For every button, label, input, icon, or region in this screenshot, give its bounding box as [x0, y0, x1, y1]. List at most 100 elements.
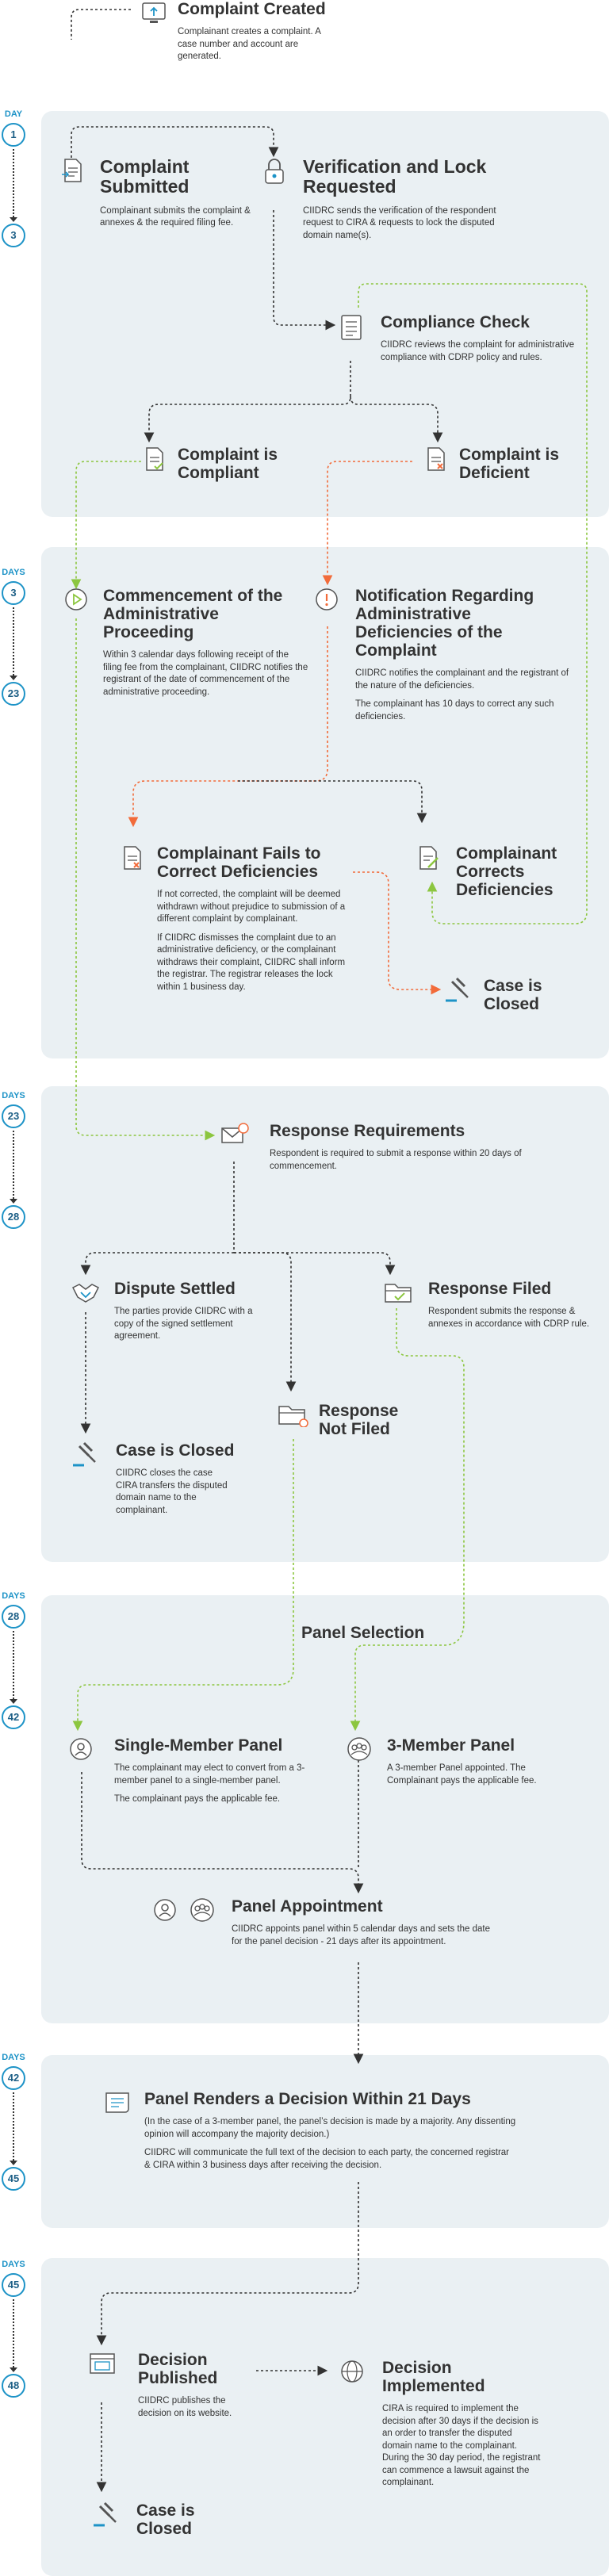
folder-check-icon	[385, 1284, 412, 1303]
day-start: 28	[2, 1605, 25, 1629]
node-desc: Respondent submits the response & annexe…	[428, 1307, 590, 1329]
node-desc: The complainant may elect to convert fro…	[114, 1763, 305, 1786]
node-desc: (In the case of a 3-member panel, the pa…	[144, 2117, 516, 2139]
node-title: Verification and Lock Requested	[303, 156, 487, 197]
gavel-icon	[94, 2501, 117, 2527]
envelope-alert-icon	[221, 1123, 249, 1143]
node-desc: CIIDRC closes the case CIRA transfers th…	[116, 1468, 228, 1515]
node-panel-appointment: Panel Appointment CIIDRC appoints panel …	[152, 1897, 501, 1948]
day-start: 23	[2, 1104, 25, 1128]
node-desc: CIIDRC reviews the complaint for adminis…	[381, 340, 575, 362]
node-response-filed: Response Filed Respondent submits the re…	[384, 1280, 603, 1330]
node-case-closed-transfer: Case is Closed CIIDRC closes the case CI…	[71, 1441, 235, 1517]
checklist-icon	[341, 315, 362, 340]
node-corrects-deficiencies: Complainant Corrects Deficiencies	[416, 844, 591, 899]
node-title: Response Filed	[428, 1280, 552, 1298]
node-single-member-panel: Single-Member Panel The complainant may …	[68, 1736, 320, 1812]
node-title: Complaint Submitted	[100, 156, 190, 197]
day-label: DAYS	[2, 2053, 25, 2062]
node-dispute-settled: Dispute Settled The parties provide CIID…	[71, 1280, 273, 1343]
alert-icon	[316, 588, 338, 611]
group-icon	[347, 1737, 371, 1761]
node-desc: The parties provide CIIDRC with a copy o…	[114, 1307, 253, 1342]
gavel-icon	[73, 1441, 96, 1467]
day-end: 28	[2, 1205, 25, 1229]
computer-upload-icon	[142, 2, 166, 23]
node-decision-implemented: Decision Implemented CIRA is required to…	[339, 2359, 541, 2490]
folder-x-icon	[278, 1406, 308, 1427]
node-title: Response Not Filed	[319, 1402, 399, 1439]
node-desc: If not corrected, the complaint will be …	[157, 890, 346, 924]
lock-icon	[265, 159, 284, 184]
node-title: Decision Published	[138, 2351, 218, 2388]
node-desc: A 3-member Panel appointed. The Complain…	[387, 1763, 537, 1786]
node-response-not-filed: Response Not Filed	[278, 1402, 430, 1438]
node-desc: CIRA is required to implement the decisi…	[382, 2404, 541, 2488]
day-end: 45	[2, 2167, 25, 2191]
node-title: Single-Member Panel	[114, 1736, 283, 1755]
node-title: Complainant Corrects Deficiencies	[456, 844, 557, 900]
document-x-icon	[427, 447, 445, 471]
node-panel-selection: Panel Selection	[301, 1624, 424, 1642]
day-label: DAY	[4, 109, 23, 119]
node-title: Case is Closed	[484, 977, 542, 1014]
browser-window-icon	[90, 2353, 115, 2374]
scroll-document-icon	[105, 2092, 129, 2113]
document-check-icon	[146, 447, 163, 471]
node-complaint-created: Complaint Created Complainant creates a …	[141, 0, 336, 63]
node-case-closed-final: Case is Closed	[92, 2501, 239, 2538]
node-decision-published: Decision Published CIIDRC publishes the …	[89, 2351, 257, 2420]
node-title: Commencement of the Administrative Proce…	[103, 587, 283, 642]
day-start: 3	[2, 581, 25, 605]
day-label: DAYS	[2, 1591, 25, 1601]
node-compliance-check: Compliance Check CIIDRC reviews the comp…	[339, 313, 595, 364]
node-desc: Respondent is required to submit a respo…	[270, 1149, 522, 1171]
node-complaint-deficient: Complaint is Deficient	[424, 446, 602, 482]
node-three-member-panel: 3-Member Panel A 3-member Panel appointe…	[346, 1736, 561, 1787]
person-icon	[154, 1899, 176, 1921]
node-desc: CIIDRC will communicate the full text of…	[144, 2148, 509, 2170]
person-icon	[70, 1738, 92, 1760]
node-desc: If CIIDRC dismisses the complaint due to…	[157, 932, 346, 992]
document-x-icon	[124, 846, 141, 870]
node-panel-renders-decision: Panel Renders a Decision Within 21 Days …	[102, 2090, 517, 2178]
node-title: Complainant Fails to Correct Deficiencie…	[157, 844, 321, 882]
node-complaint-compliant: Complaint is Compliant	[143, 446, 336, 482]
node-response-requirements: Response Requirements Respondent is requ…	[220, 1122, 523, 1173]
day-label: DAYS	[2, 1091, 25, 1100]
day-start: 45	[2, 2273, 25, 2297]
node-title: Panel Renders a Decision Within 21 Days	[144, 2090, 471, 2108]
document-edit-icon	[419, 846, 439, 870]
node-title: Decision Implemented	[382, 2359, 485, 2396]
node-title: Case is Closed	[116, 1441, 235, 1460]
node-notification-deficiencies: Notification Regarding Administrative De…	[314, 587, 569, 729]
node-title: Complaint is Deficient	[459, 446, 560, 483]
node-title: Panel Appointment	[232, 1897, 383, 1916]
play-icon	[65, 588, 87, 611]
node-fails-to-correct: Complainant Fails to Correct Deficiencie…	[121, 844, 355, 1000]
node-complaint-submitted: Complaint Submitted Complainant submits …	[60, 156, 259, 230]
group-icon	[190, 1898, 214, 1922]
node-case-closed: Case is Closed	[444, 977, 587, 1013]
node-title: Complaint Created	[178, 0, 326, 18]
node-commencement: Commencement of the Administrative Proce…	[63, 587, 309, 699]
globe-icon	[341, 2360, 363, 2383]
node-desc: Complainant creates a complaint. A case …	[178, 27, 321, 62]
node-title: Notification Regarding Administrative De…	[355, 587, 534, 660]
day-start: 1	[2, 123, 25, 147]
node-verification-lock: Verification and Lock Requested CIIDRC s…	[262, 156, 517, 242]
node-title: Case is Closed	[136, 2501, 195, 2539]
day-end: 23	[2, 682, 25, 706]
node-title: Response Requirements	[270, 1122, 465, 1140]
day-end: 42	[2, 1705, 25, 1729]
node-desc: CIIDRC publishes the decision on its web…	[138, 2396, 232, 2418]
node-desc: CIIDRC sends the verification of the res…	[303, 205, 496, 240]
day-label: DAYS	[2, 2260, 25, 2269]
node-desc: The complainant has 10 days to correct a…	[355, 699, 554, 722]
node-desc: CIIDRC appoints panel within 5 calendar …	[232, 1924, 491, 1946]
handshake-icon	[71, 1284, 100, 1303]
node-title: Compliance Check	[381, 313, 530, 331]
node-title: 3-Member Panel	[387, 1736, 515, 1755]
day-end: 48	[2, 2374, 25, 2398]
gavel-icon	[446, 977, 469, 1002]
